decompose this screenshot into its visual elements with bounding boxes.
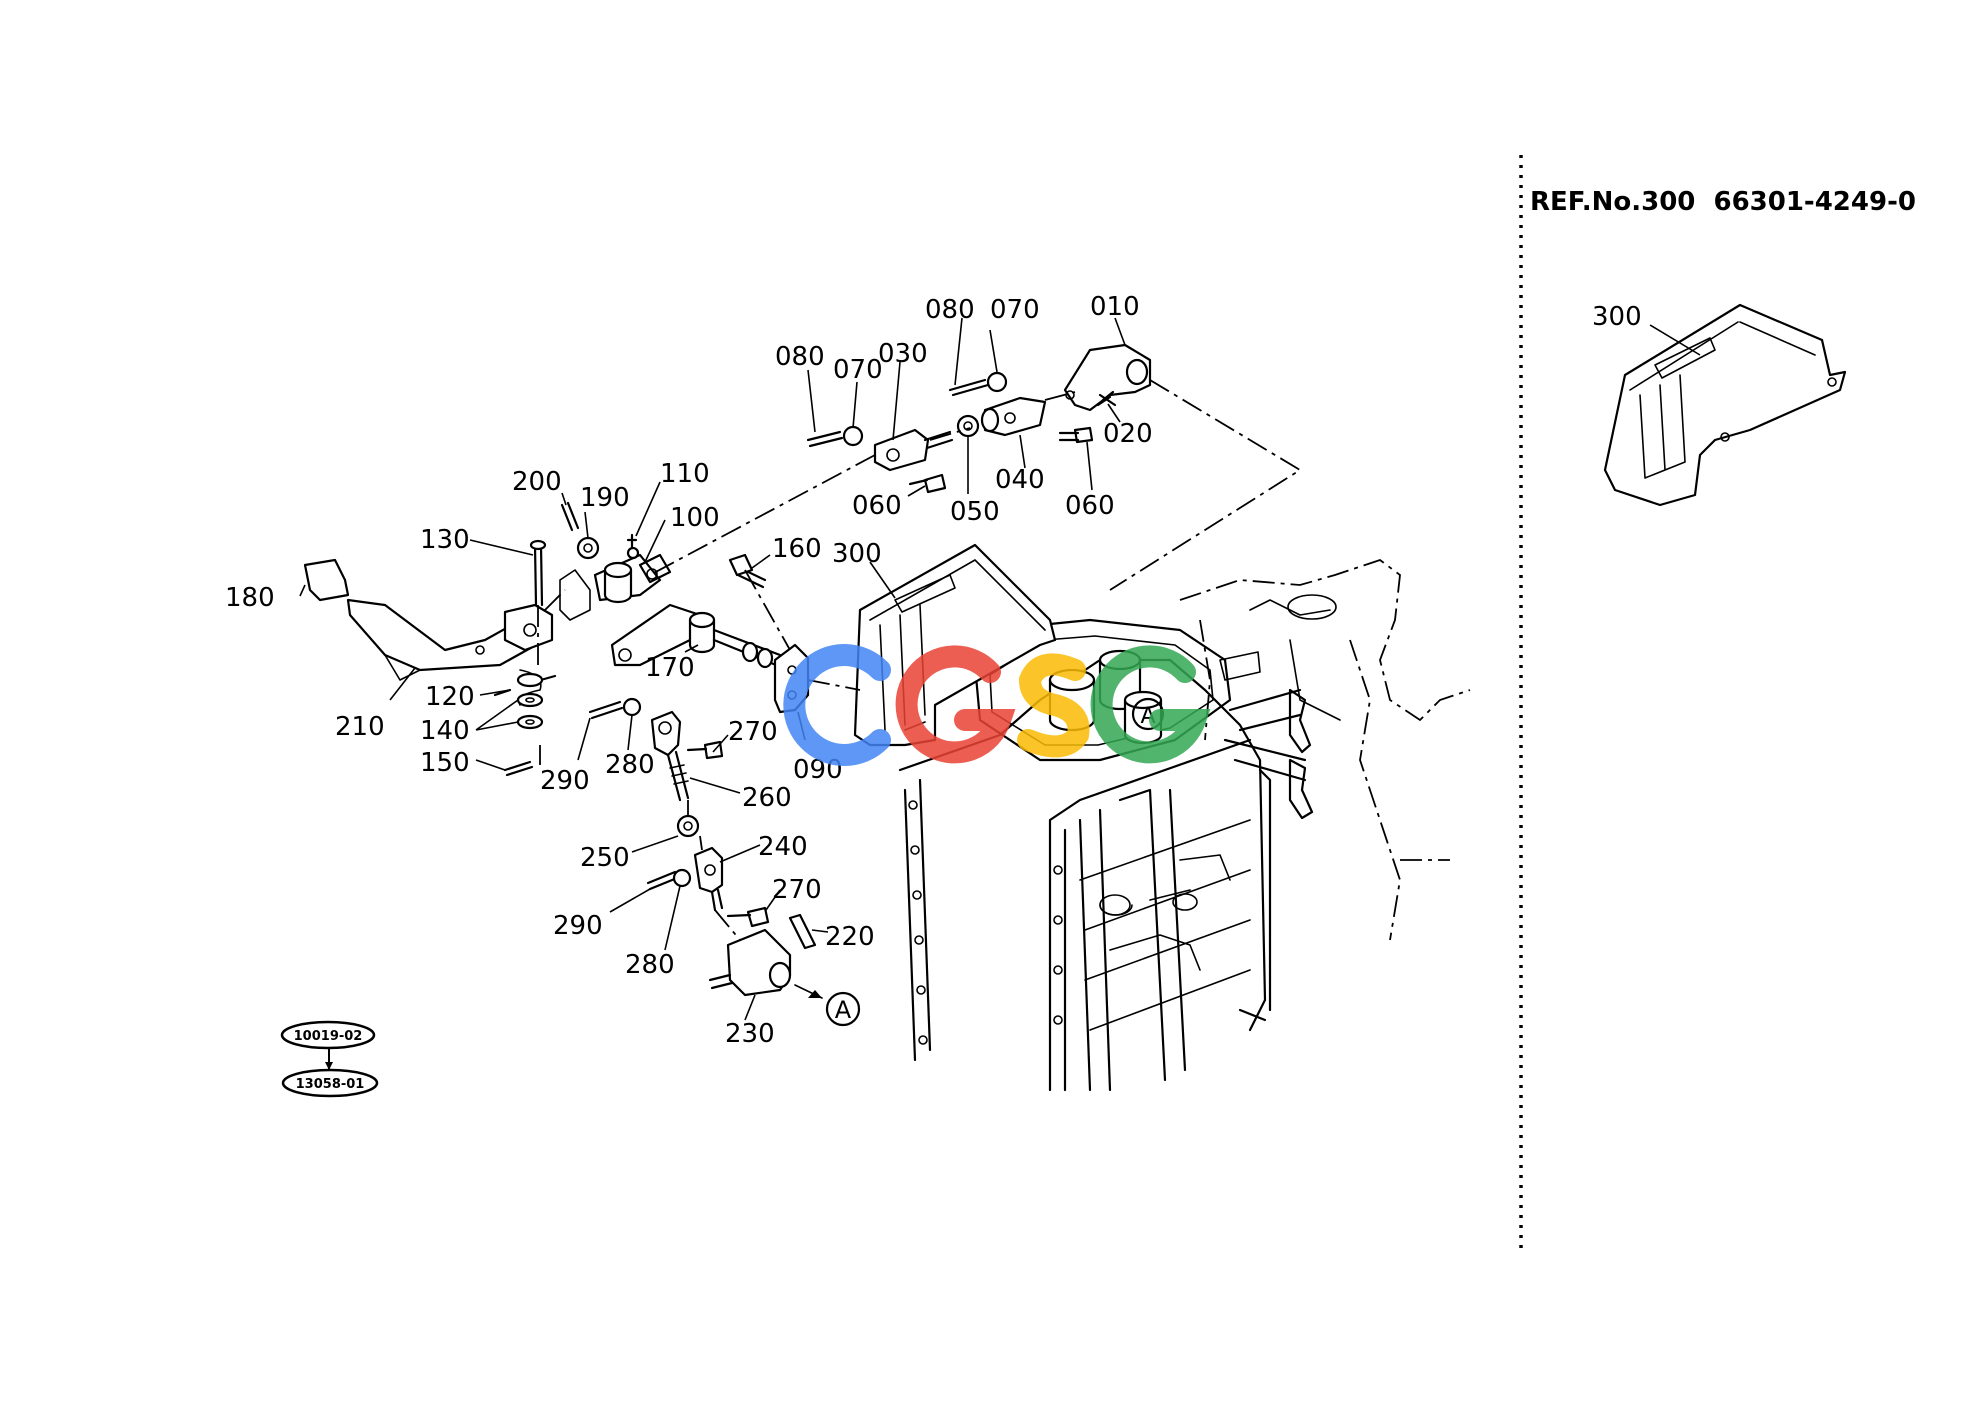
detail-label-300: 300 <box>1592 302 1642 332</box>
shift-linkage-parts: A <box>303 343 1152 1027</box>
part-010 <box>1063 343 1152 412</box>
label-220: 220 <box>825 922 875 952</box>
label-070-right: 070 <box>990 295 1040 325</box>
ref-tags: 10019-02 13058-01 <box>280 1020 379 1098</box>
leader-lines <box>299 317 1701 1021</box>
label-270-upper: 270 <box>728 717 778 747</box>
label-210: 210 <box>335 712 385 742</box>
label-240: 240 <box>758 832 808 862</box>
label-110: 110 <box>660 459 710 489</box>
label-020: 020 <box>1103 419 1153 449</box>
label-170: 170 <box>645 653 695 683</box>
label-120: 120 <box>425 682 475 712</box>
label-150: 150 <box>420 748 470 778</box>
label-300: 300 <box>832 539 882 569</box>
label-140: 140 <box>420 716 470 746</box>
label-190: 190 <box>580 483 630 513</box>
label-130: 130 <box>420 525 470 555</box>
label-010: 010 <box>1090 292 1140 322</box>
part-180-pedal <box>303 558 350 602</box>
label-290-upper: 290 <box>540 766 590 796</box>
label-260: 260 <box>742 783 792 813</box>
label-050: 050 <box>950 497 1000 527</box>
label-290-lower: 290 <box>553 911 603 941</box>
label-040: 040 <box>995 465 1045 495</box>
part-300-detail <box>1603 303 1847 507</box>
ref-detail-panel <box>1603 303 1847 507</box>
label-060-right: 060 <box>1065 491 1115 521</box>
label-030: 030 <box>878 339 928 369</box>
watermark-logo <box>783 644 1211 766</box>
svg-text:A: A <box>835 996 852 1024</box>
label-080-left: 080 <box>775 342 825 372</box>
label-250: 250 <box>580 843 630 873</box>
part-030 <box>873 428 930 472</box>
ref-tag-bottom: 13058-01 <box>296 1077 365 1092</box>
label-200: 200 <box>512 467 562 497</box>
label-160: 160 <box>772 534 822 564</box>
label-100: 100 <box>670 503 720 533</box>
assembly-lines <box>537 379 1302 941</box>
label-230: 230 <box>725 1019 775 1049</box>
part-labels: 010 020 030 040 050 060 060 070 070 080 … <box>225 292 1153 1049</box>
label-180: 180 <box>225 583 275 613</box>
part-240 <box>693 846 724 894</box>
ref-tag-top: 10019-02 <box>294 1029 363 1044</box>
label-280-upper: 280 <box>605 750 655 780</box>
label-270-lower: 270 <box>772 875 822 905</box>
label-070-left: 070 <box>833 355 883 385</box>
label-060-left: 060 <box>852 491 902 521</box>
label-280-lower: 280 <box>625 950 675 980</box>
ref-note: REF.No.300 66301-4249-0 <box>1530 187 1916 217</box>
label-080-right: 080 <box>925 295 975 325</box>
